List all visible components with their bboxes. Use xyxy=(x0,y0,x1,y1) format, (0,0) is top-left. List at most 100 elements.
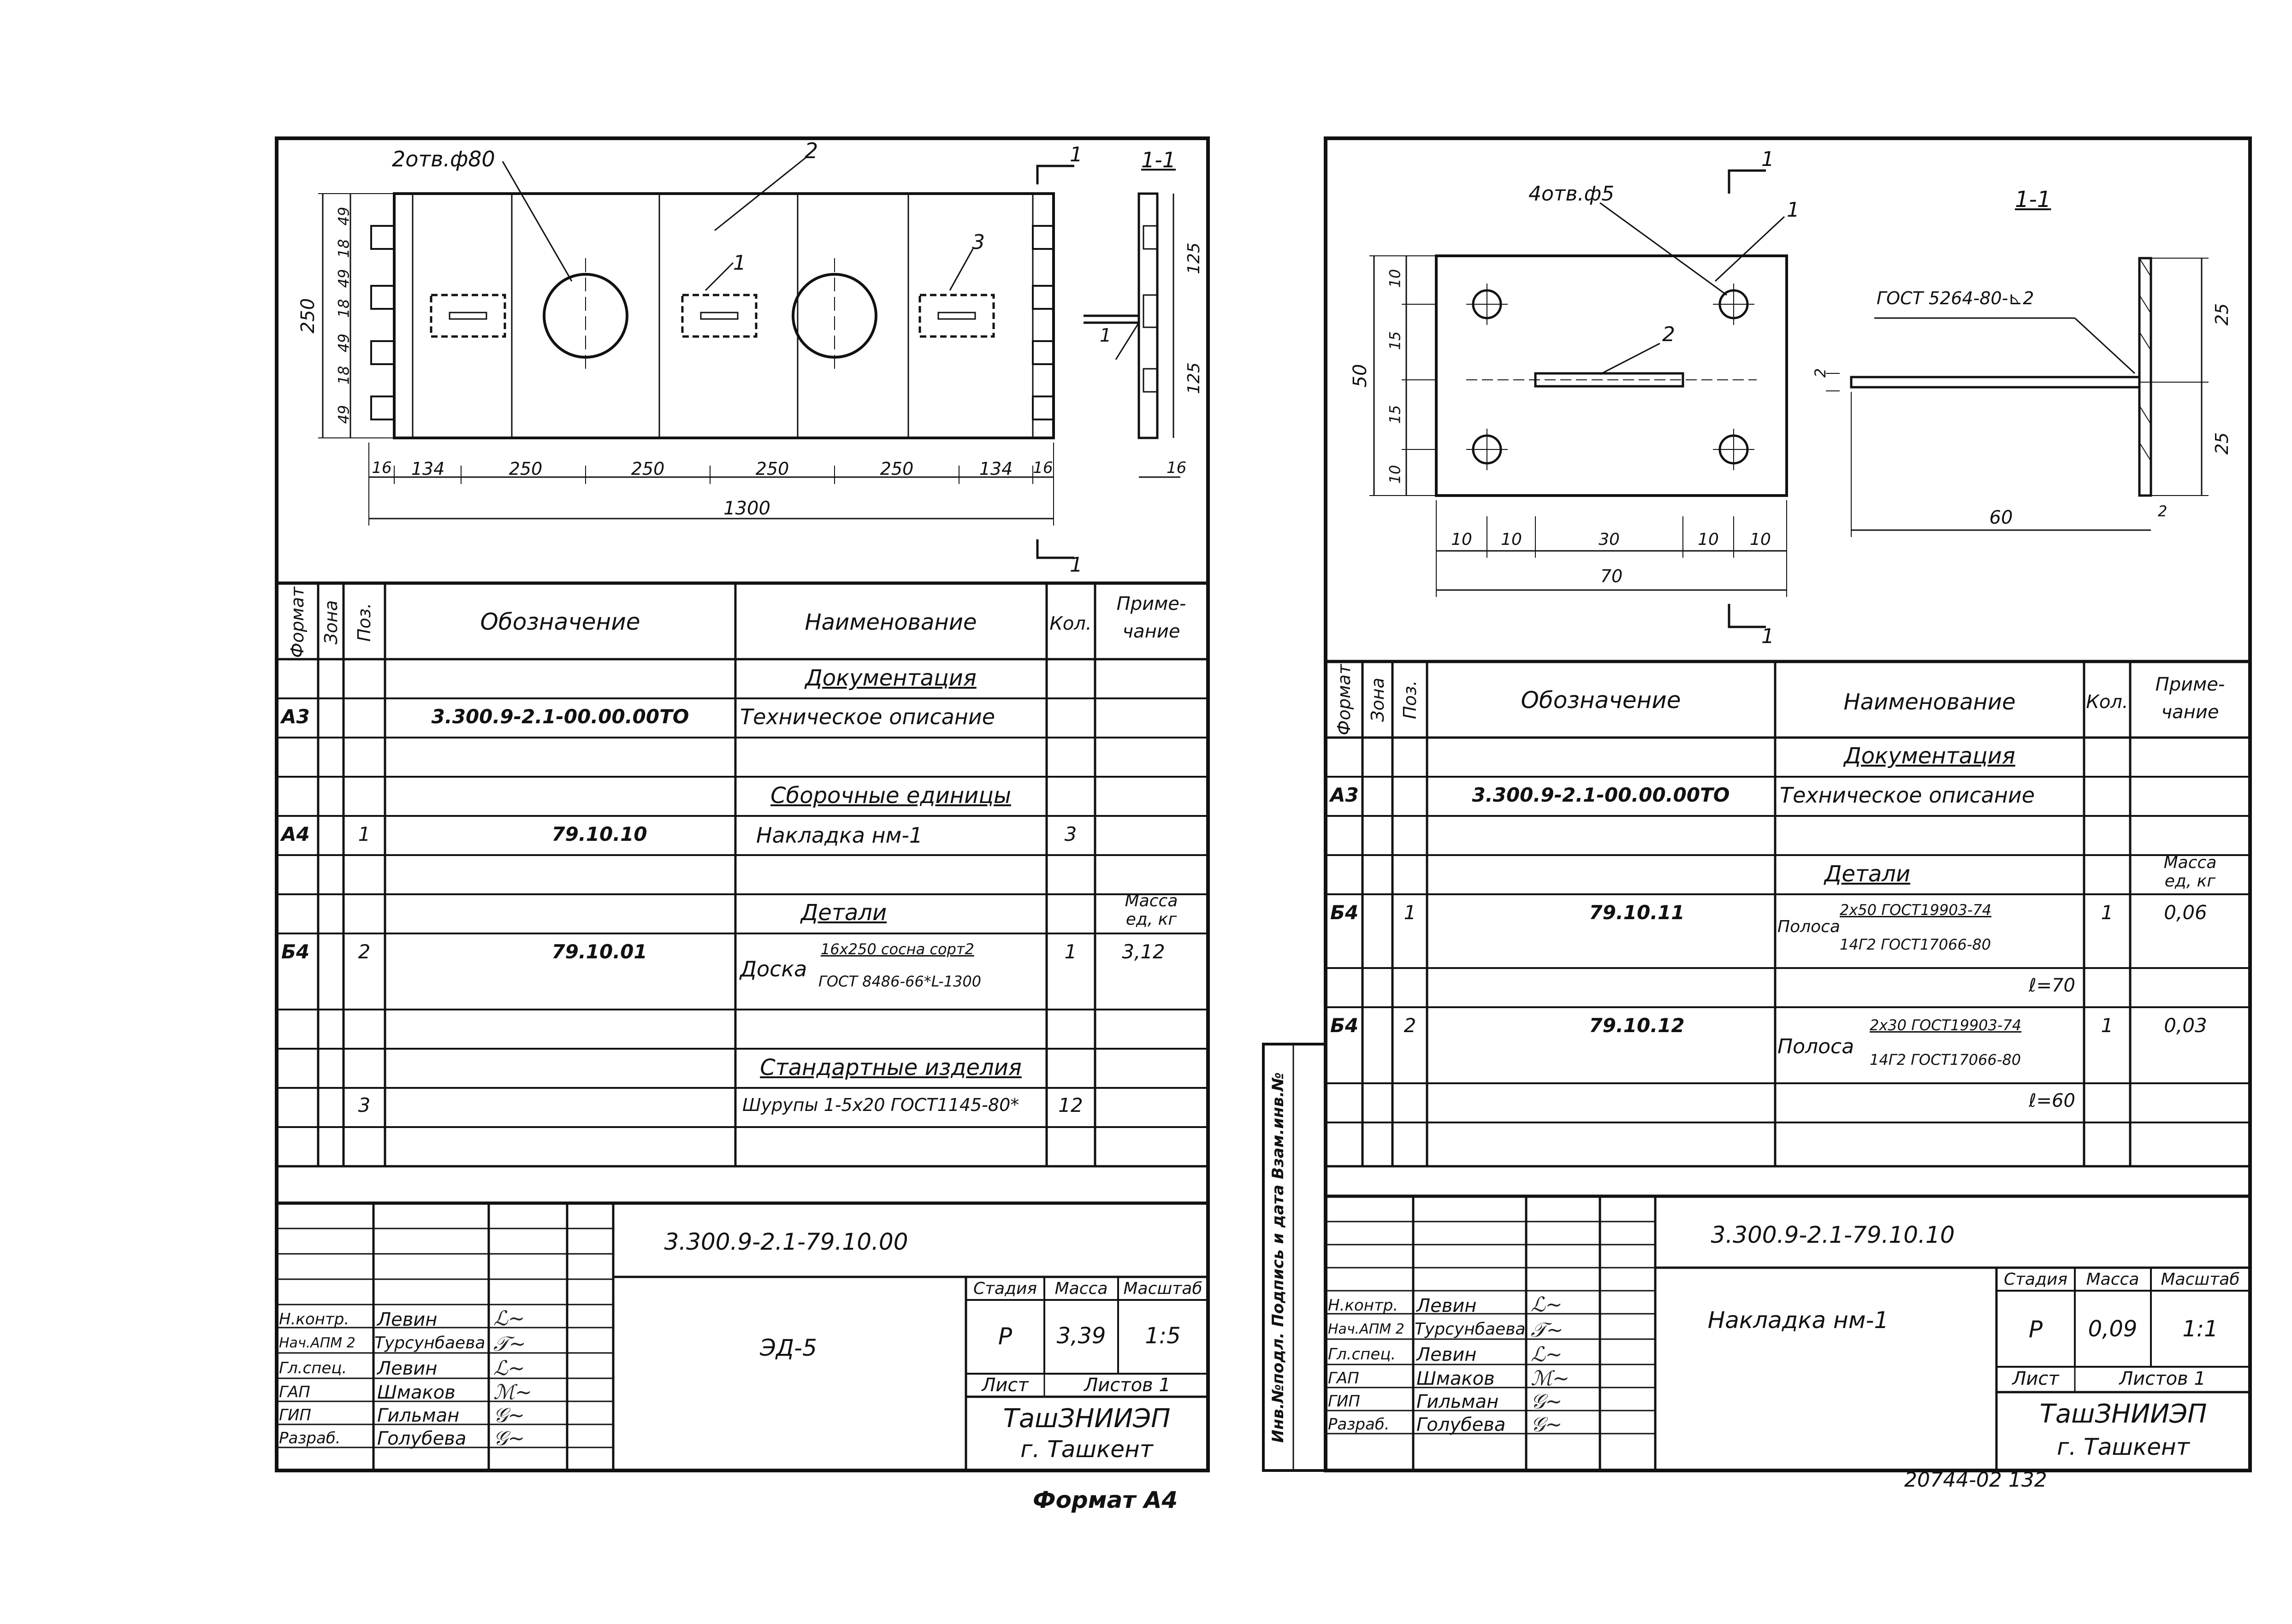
row-name-standard: 14Г2 ГОСТ17066-80 xyxy=(1840,936,1991,953)
section-dim-bottom: 25 xyxy=(2212,432,2233,455)
col-header-qty: Кол. xyxy=(2086,691,2128,713)
row-designation: 79.10.01 xyxy=(551,940,647,963)
city: г. Ташкент xyxy=(1020,1436,1153,1463)
col-header-qty: Кол. xyxy=(1049,613,1092,634)
row-name-standard: ГОСТ 8486-66*L-1300 xyxy=(818,973,982,990)
col-header-designation: Обозначение xyxy=(480,608,640,635)
bottom-dim-3: 250 xyxy=(509,459,543,479)
left-dim-1: 10 xyxy=(1386,269,1404,288)
signature-mark: 𝒢~ xyxy=(1531,1390,1563,1413)
footer-code: 20744-02 132 xyxy=(1904,1468,2047,1492)
role-label: Нач.АПМ 2 xyxy=(279,1335,355,1351)
col-header-note: Приме- чание xyxy=(2155,674,2225,723)
doc-name: Накладка нм-1 xyxy=(1707,1307,1889,1334)
doc-code: 3.300.9-2.1-79.10.00 xyxy=(664,1228,908,1255)
format-caption: Формат А4 xyxy=(1033,1487,1178,1513)
section-position-callout: 1 xyxy=(1100,325,1112,346)
right-bottom-dim: 16 xyxy=(1167,459,1187,477)
row-format: А3 xyxy=(281,705,310,728)
row-pos: 1 xyxy=(358,823,371,845)
row-note: 0,06 xyxy=(2164,901,2207,924)
cut-mark-bottom: 1 xyxy=(1070,553,1083,577)
col-header-name: Наименование xyxy=(1843,689,2016,715)
spec-section-details: Детали xyxy=(800,900,887,926)
cut-mark-top: 1 xyxy=(1761,148,1774,171)
position-1-callout: 1 xyxy=(733,251,746,275)
row-name: Накладка нм-1 xyxy=(756,823,923,848)
doc-name: ЭД-5 xyxy=(760,1335,817,1361)
spec-section-documentation: Документация xyxy=(1844,743,2015,769)
section-length-dim: 60 xyxy=(1989,507,2013,528)
holes-note: 2отв.ф80 xyxy=(392,147,495,171)
role-label: ГИП xyxy=(279,1406,311,1424)
scale-label: Масштаб xyxy=(1123,1279,1202,1298)
width-total-dim: 70 xyxy=(1600,566,1623,586)
position-1-callout: 1 xyxy=(1787,198,1800,222)
bottom-dim-1: 10 xyxy=(1451,530,1472,549)
side-stamp: Инв.№подл. Подпись и дата Взам.инв.№ xyxy=(1269,1072,1287,1443)
row-note-mass-header: Масса ед, кг xyxy=(2163,853,2217,891)
col-header-zone: Зона xyxy=(1368,678,1388,722)
row-qty: 1 xyxy=(2101,1014,2114,1037)
row-name-material: 2х50 ГОСТ19903-74 xyxy=(1840,901,1992,919)
person-name: Левин xyxy=(377,1358,438,1379)
person-name: Турсунбаева xyxy=(374,1334,486,1352)
row-note: 3,12 xyxy=(1122,940,1165,963)
stage-label: Стадия xyxy=(973,1279,1037,1298)
bottom-dim-8: 16 xyxy=(1033,459,1053,477)
role-label: Гл.спец. xyxy=(279,1359,347,1377)
organization: ТашЗНИИЭП xyxy=(1003,1404,1171,1434)
position-2-callout: 2 xyxy=(805,138,818,163)
row-name: Полоса xyxy=(1777,917,1840,936)
holes-note: 4отв.ф5 xyxy=(1528,182,1615,206)
signature-mark: ℒ~ xyxy=(493,1357,525,1380)
bottom-dim-4: 250 xyxy=(631,459,665,479)
row-name: Доска xyxy=(740,957,807,981)
signature-mark: 𝒯~ xyxy=(1531,1318,1564,1342)
spec-section-standard: Стандартные изделия xyxy=(760,1055,1022,1081)
row-designation: 3.300.9-2.1-00.00.00ТО xyxy=(1472,784,1730,806)
sheets-label: Листов 1 xyxy=(2119,1368,2206,1389)
spec-section-documentation: Документация xyxy=(805,665,977,691)
signature-mark: ℒ~ xyxy=(1531,1343,1563,1366)
bottom-dim-6: 250 xyxy=(880,459,914,479)
row-designation: 79.10.12 xyxy=(1589,1014,1685,1037)
row-note: 0,03 xyxy=(2164,1014,2207,1037)
signature-mark: ℒ~ xyxy=(493,1307,525,1330)
position-3-callout: 3 xyxy=(972,230,985,254)
organization: ТашЗНИИЭП xyxy=(2039,1399,2207,1429)
role-label: Н.контр. xyxy=(1328,1296,1398,1315)
row-format: А4 xyxy=(281,823,310,845)
row-name: Полоса xyxy=(1777,1035,1854,1058)
row-qty: 1 xyxy=(1064,940,1077,963)
signature-mark: 𝒢~ xyxy=(1531,1413,1563,1436)
cut-mark-top: 1 xyxy=(1070,143,1083,166)
sheets-label: Листов 1 xyxy=(1084,1375,1171,1396)
sheet-label: Лист xyxy=(982,1375,1029,1396)
left-dim-4: 10 xyxy=(1386,465,1404,484)
row-format: Б4 xyxy=(1330,901,1359,924)
row-name: Техническое описание xyxy=(1780,783,2035,808)
mass-value: 0,09 xyxy=(2088,1316,2138,1342)
mass-value: 3,39 xyxy=(1056,1323,1106,1349)
person-name: Турсунбаева xyxy=(1415,1320,1526,1339)
bottom-dim-7: 134 xyxy=(979,459,1013,479)
left-dim-2: 15 xyxy=(1386,331,1404,350)
position-2-callout: 2 xyxy=(1662,323,1675,346)
person-name: Голубева xyxy=(1416,1414,1506,1435)
row-format: А3 xyxy=(1330,784,1359,806)
spec-section-details: Детали xyxy=(1824,861,1911,887)
col-header-designation: Обозначение xyxy=(1521,687,1681,714)
person-name: Левин xyxy=(1416,1344,1477,1365)
row-note-mass-header: Масса ед, кг xyxy=(1125,892,1178,929)
row-qty: 3 xyxy=(1064,823,1077,845)
row-pos: 2 xyxy=(358,940,371,963)
weld-note: ГОСТ 5264-80-⊾2 xyxy=(1877,288,2034,308)
signature-mark: 𝒢~ xyxy=(493,1404,525,1427)
stage-value: Р xyxy=(998,1323,1013,1350)
row-name: Шурупы 1-5х20 ГОСТ1145-80* xyxy=(742,1095,1019,1115)
signature-mark: 𝒯~ xyxy=(493,1332,526,1356)
person-name: Левин xyxy=(1416,1295,1477,1317)
